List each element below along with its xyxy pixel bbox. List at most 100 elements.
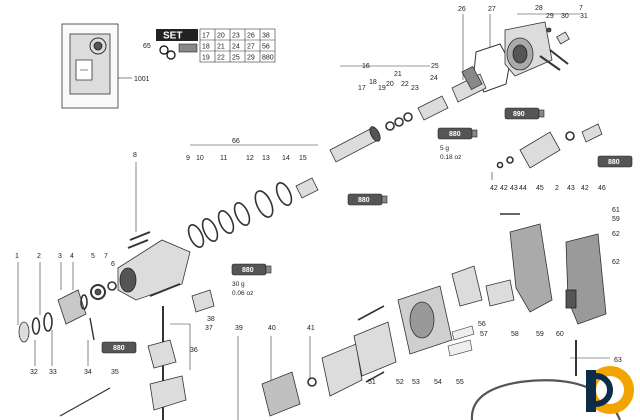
grease-tube-label: 880 [608,159,620,166]
label-46: 46 [598,185,606,192]
label-1: 1 [15,253,19,260]
set-table-cell: 24 [232,44,240,51]
label-28: 28 [535,5,543,12]
set-table-cell: 38 [262,33,270,40]
set-table-cell: 18 [202,44,210,51]
inset-detail: 1001 [61,23,150,109]
label-66: 66 [232,138,240,145]
gear-casing [117,239,191,301]
label-26: 26 [458,6,466,13]
label-63: 63 [614,357,622,364]
label-22: 22 [401,81,409,88]
label-27: 27 [488,6,496,13]
label-2b: 2 [555,185,559,192]
label-59b: 59 [612,216,620,223]
grease-amount: 5 g [440,145,449,152]
grease-tube-label: 880 [449,131,461,138]
washer-icon [159,45,169,55]
grease-tube-right: 880 [597,155,633,168]
grease-oz: 0.06 oz [232,290,253,297]
set-table-cell: 21 [217,44,225,51]
set-table-cell: 27 [247,44,255,51]
set-table-cell: 22 [217,55,225,62]
label-43b: 43 [567,185,575,192]
lower-middle-group: 36 37 38 39 40 41 [59,289,363,420]
spindle-group: 16 25 21 24 17 18 19 20 22 23 [329,63,487,163]
label-58: 58 [511,331,519,338]
label-8: 8 [133,152,137,159]
grease-tube-top-right: 890 [504,107,545,120]
label-11: 11 [220,155,227,162]
label-39: 39 [235,325,243,332]
grease-tube-icon [178,43,198,53]
field-coil [353,321,397,377]
drill-head-group: 8 1 2 3 4 5 7 6 32 33 34 35 [15,152,191,376]
grease-tube-lower-left: 880 [101,341,137,354]
label-29: 29 [546,13,554,20]
label-2: 2 [37,253,41,260]
label-59: 59 [536,331,544,338]
set-table-cell: 19 [202,55,210,62]
handle-group: 61 59 62 62 59 60 63 [470,207,622,420]
label-6: 6 [111,261,115,268]
armature [261,371,301,417]
grease-tube-label: 890 [513,111,525,118]
grease-tube-label: 880 [358,197,370,204]
label-12: 12 [246,155,254,162]
label-25: 25 [431,63,439,70]
motor-group: 51 52 53 54 55 56 57 58 [353,265,519,386]
grease-amount: 30 g [232,281,245,288]
armature-gear-group: 42 42 43 44 45 2 43 42 46 [490,123,606,192]
label-1001: 1001 [134,76,150,83]
label-4: 4 [70,253,74,260]
set-table-cell: 25 [232,55,240,62]
label-38: 38 [207,316,215,323]
grease-tube-label: 880 [242,267,254,274]
label-33: 33 [49,369,57,376]
label-21: 21 [394,71,402,78]
handle-half-left [509,223,553,313]
label-16: 16 [362,63,370,70]
label-13: 13 [262,155,270,162]
label-56: 56 [478,321,486,328]
label-42a: 42 [490,185,498,192]
label-54: 54 [434,379,442,386]
label-52: 52 [396,379,404,386]
label-3: 3 [58,253,62,260]
label-51: 51 [368,379,376,386]
label-15: 15 [299,155,307,162]
label-19: 19 [378,85,386,92]
set-table-cell: 29 [247,55,255,62]
grease-tube-label: 880 [113,345,125,352]
label-31: 31 [580,13,588,20]
label-65: 65 [143,43,151,50]
label-32: 32 [30,369,38,376]
label-7: 7 [104,253,108,260]
handle-half-right [565,233,607,325]
chuck-sleeve [57,289,87,325]
set-label: SET [163,31,182,42]
label-34: 34 [84,369,92,376]
grease-tube-left-lower: 880 30 g 0.06 oz [231,263,272,297]
ring-series: 66 9 10 11 12 13 14 15 [186,138,319,248]
label-10: 10 [196,155,204,162]
grease-tube-mid: 880 5 g 0.18 oz [437,127,478,161]
set-table-cell: 20 [217,33,225,40]
label-18: 18 [369,79,377,86]
label-41: 41 [307,325,315,332]
label-14: 14 [282,155,290,162]
label-23: 23 [411,85,419,92]
set-table-cell: 26 [247,33,255,40]
set-table-cell: 23 [232,33,240,40]
label-17: 17 [358,85,366,92]
label-36: 36 [190,347,198,354]
label-62b: 62 [612,259,620,266]
grease-tube-left-mid: 880 [347,193,388,206]
set-table-cell: 56 [262,44,270,51]
label-35: 35 [111,369,119,376]
label-61: 61 [612,207,620,214]
grease-oz: 0.18 oz [440,154,461,161]
label-24: 24 [430,75,438,82]
label-57: 57 [480,331,488,338]
